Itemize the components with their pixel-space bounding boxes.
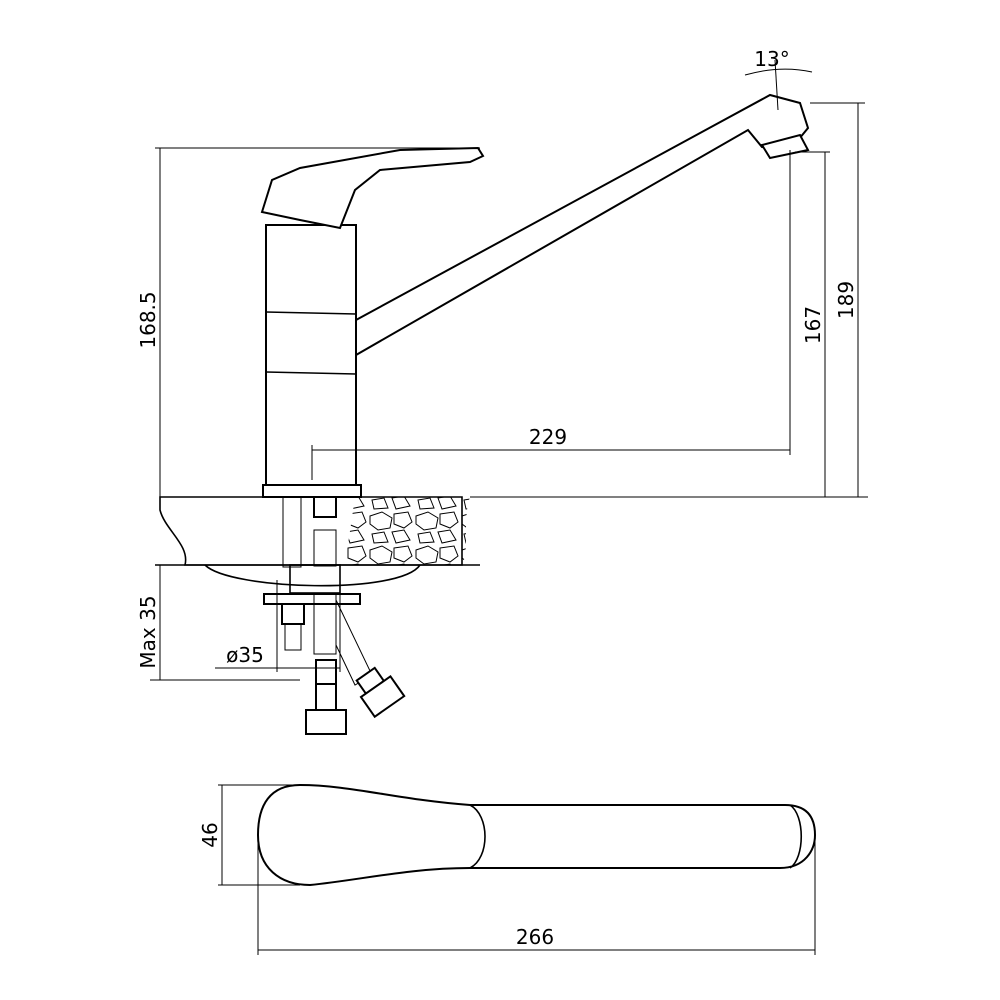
spout-angle-label: 13° (754, 47, 789, 71)
spout (355, 93, 810, 357)
spout-top-height-label: 189 (834, 281, 858, 319)
mount-hole-diameter-label: ø35 (226, 643, 264, 667)
lever-handle (260, 146, 485, 230)
total-height-label: 168.5 (136, 291, 160, 348)
mounting-hardware (263, 496, 406, 735)
handle-width-label: 46 (198, 822, 222, 847)
spout-outlet-height-label: 167 (801, 306, 825, 344)
overall-length-label: 266 (516, 925, 554, 949)
max-countertop-label: Max 35 (136, 595, 160, 668)
faucet-side-view (260, 93, 810, 498)
spout-reach-label: 229 (529, 425, 567, 449)
dimension-lines (150, 59, 868, 955)
faucet-top-view (256, 783, 817, 887)
